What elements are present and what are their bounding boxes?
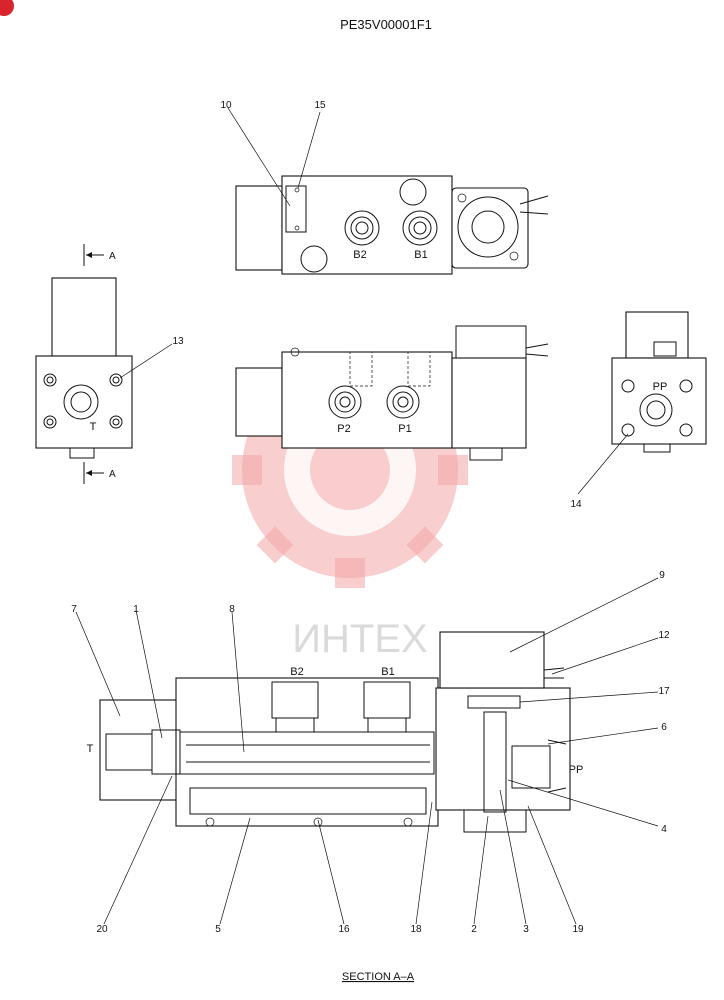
callout-17: 17 xyxy=(658,686,670,697)
port-p2: P2 xyxy=(337,423,350,435)
corner-badge xyxy=(0,0,14,16)
front-view: P2 P1 xyxy=(235,325,549,461)
section-marker-top: A xyxy=(83,244,116,266)
leader-lines xyxy=(75,107,659,925)
callout-6: 6 xyxy=(661,722,667,733)
section-view: B2 B1 T PP xyxy=(87,631,584,833)
callout-10: 10 xyxy=(220,100,232,111)
section-caption: SECTION A–A xyxy=(342,971,415,983)
callout-9: 9 xyxy=(659,570,665,581)
callout-18: 18 xyxy=(410,924,422,935)
callout-8: 8 xyxy=(229,604,235,615)
section-marker-bottom: A xyxy=(83,462,116,484)
callout-1: 1 xyxy=(133,604,139,615)
port-p1: P1 xyxy=(398,423,411,435)
callout-20: 20 xyxy=(96,924,108,935)
port-t-left: T xyxy=(90,421,97,433)
svg-text:A: A xyxy=(109,251,116,262)
port-b1-top: B1 xyxy=(414,249,427,261)
left-end-view: T xyxy=(35,277,133,459)
drawing-code: PE35V00001F1 xyxy=(340,17,432,32)
callout-numbers: 10 15 13 14 9 12 7 1 8 17 6 4 20 5 16 18… xyxy=(71,100,670,935)
port-b1-section: B1 xyxy=(381,666,394,678)
port-pp-right: PP xyxy=(653,381,668,393)
callout-16: 16 xyxy=(338,924,350,935)
port-b2-top: B2 xyxy=(353,249,366,261)
right-end-view: PP xyxy=(611,311,707,453)
port-b2-section: B2 xyxy=(290,666,303,678)
svg-text:A: A xyxy=(109,469,116,480)
callout-14: 14 xyxy=(570,499,582,510)
callout-3: 3 xyxy=(523,924,529,935)
callout-19: 19 xyxy=(572,924,584,935)
callout-2: 2 xyxy=(471,924,477,935)
callout-13: 13 xyxy=(172,336,184,347)
top-view: B2 B1 xyxy=(235,175,549,275)
callout-7: 7 xyxy=(71,604,77,615)
port-t-section: T xyxy=(87,743,94,755)
callout-15: 15 xyxy=(314,100,326,111)
port-pp-section: PP xyxy=(569,764,584,776)
callout-12: 12 xyxy=(658,630,670,641)
callout-4: 4 xyxy=(661,824,667,835)
watermark-text: ИНТЕХ xyxy=(292,617,427,661)
callout-5: 5 xyxy=(215,924,221,935)
